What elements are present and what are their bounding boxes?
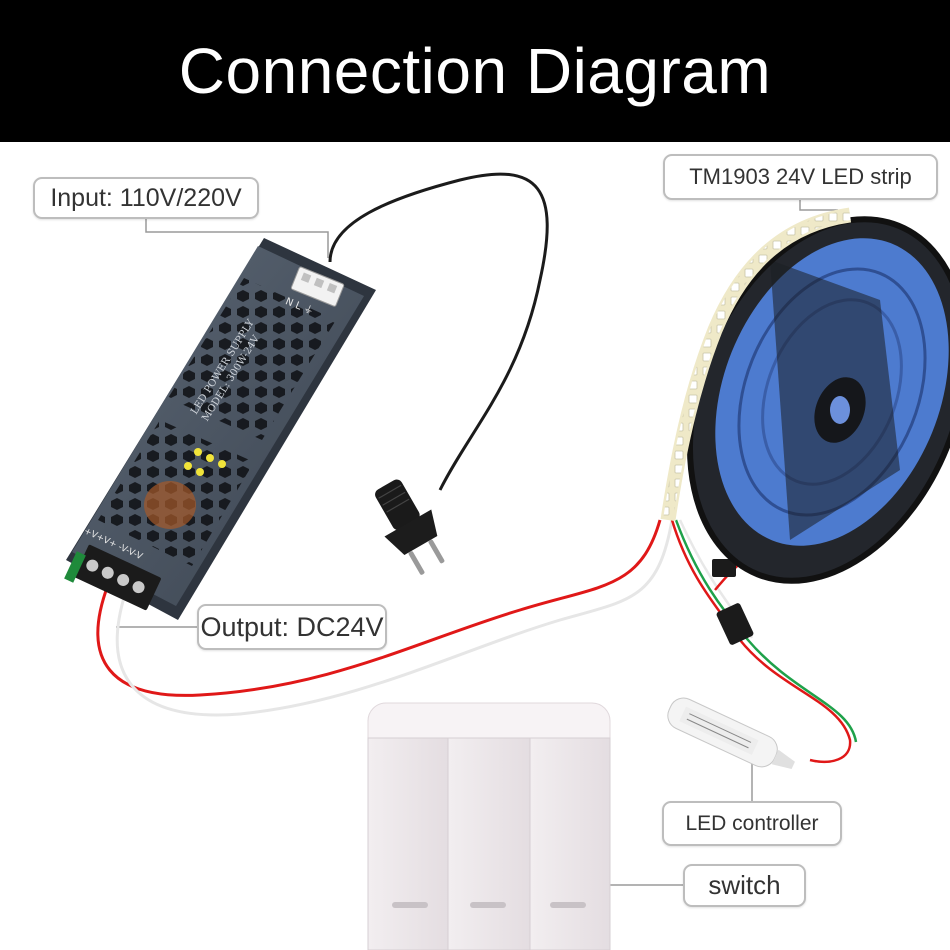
output-label: Output: DC24V xyxy=(200,611,384,642)
led-strip-reel xyxy=(686,216,950,584)
strip-callout: TM1903 24V LED strip xyxy=(663,154,938,200)
controller-label: LED controller xyxy=(685,811,819,835)
red-dc-wire xyxy=(96,519,662,697)
input-label: Input: 110V/220V xyxy=(50,183,242,212)
white-dc-wire xyxy=(115,519,674,717)
connection-scene: LED POWER SUPPLY MODEL: 300W-24V N L ⏚ +… xyxy=(64,172,950,950)
title-banner: Connection Diagram xyxy=(0,0,950,142)
power-supply: LED POWER SUPPLY MODEL: 300W-24V N L ⏚ +… xyxy=(64,238,376,620)
led-controller xyxy=(667,697,795,770)
led-chips xyxy=(663,210,851,521)
wall-switch xyxy=(367,702,611,950)
switch-label: switch xyxy=(708,870,781,900)
switch-callout: switch xyxy=(683,864,806,907)
eu-plug xyxy=(375,479,445,575)
strip-connector xyxy=(712,559,754,645)
input-callout: Input: 110V/220V xyxy=(33,177,259,219)
controller-callout: LED controller xyxy=(662,801,842,846)
ac-cable xyxy=(328,172,549,491)
leader-lines xyxy=(116,200,838,886)
strip-label: TM1903 24V LED strip xyxy=(689,164,912,189)
output-callout: Output: DC24V xyxy=(197,604,387,650)
diagram-title: Connection Diagram xyxy=(178,35,772,107)
